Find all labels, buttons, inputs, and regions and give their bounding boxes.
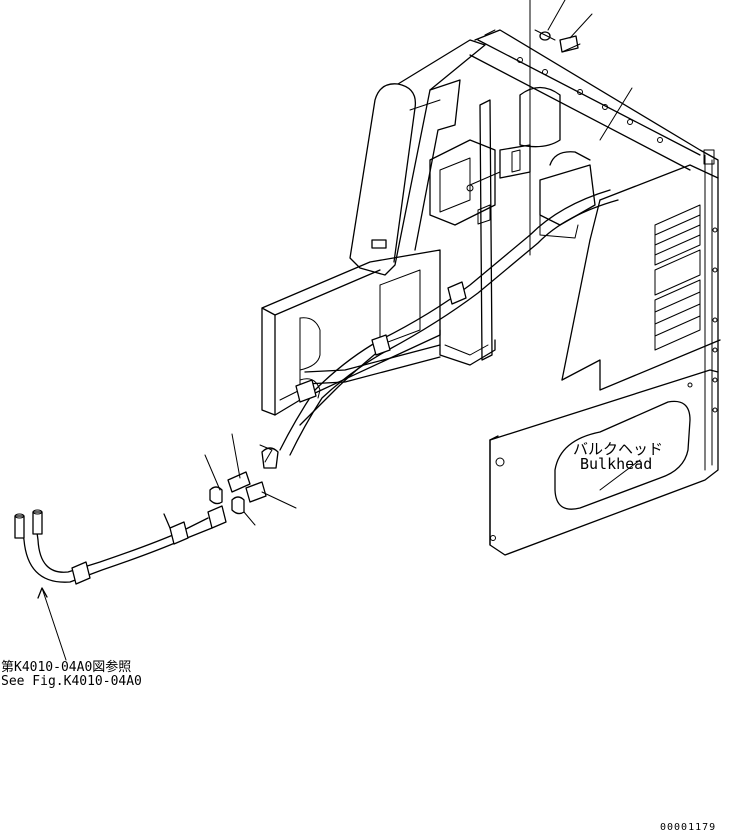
center-structure — [429, 86, 596, 366]
side-panel — [474, 29, 721, 556]
reference-label-en: See Fig.K4010-04A0 — [1, 674, 142, 689]
bulkhead-label-jp: バルクヘッド — [573, 440, 664, 458]
left-column — [349, 39, 486, 276]
lower-beam — [261, 249, 441, 416]
hose-assembly — [14, 189, 619, 585]
bulkhead-label-en: Bulkhead — [580, 455, 653, 473]
reference-label-jp: 第K4010-04A0図参照 — [1, 660, 132, 675]
leader-lines — [37, 171, 641, 661]
top-frame — [469, 29, 715, 171]
page-number: 00001179 — [660, 822, 717, 833]
upper-fittings — [529, 0, 633, 256]
